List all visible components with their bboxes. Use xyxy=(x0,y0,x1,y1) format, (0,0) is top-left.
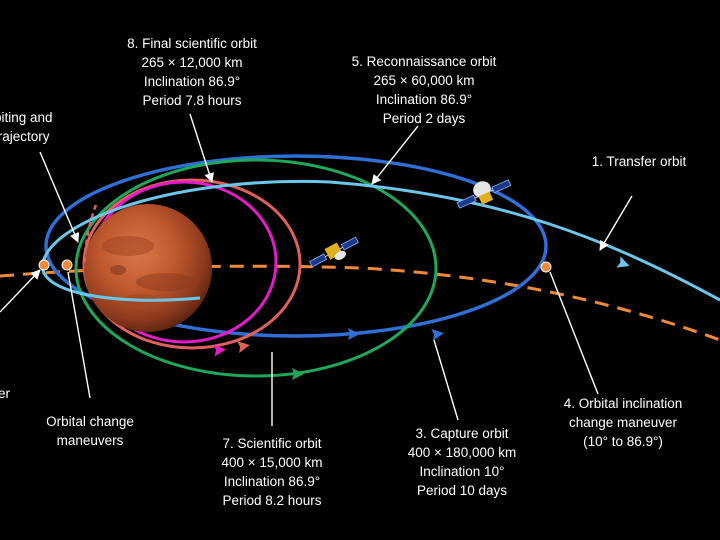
maneuver-point-left-inner xyxy=(61,259,73,271)
label-inclination-change: 4. Orbital inclination change maneuver (… xyxy=(563,396,683,449)
maneuver-point-right xyxy=(540,261,552,273)
transfer-orbit xyxy=(40,179,720,302)
label-capture-orbit: 3. Capture orbit 400 × 180,000 km Inclin… xyxy=(407,426,517,498)
label-reconnaissance-orbit: 5. Reconnaissance orbit 265 × 60,000 km … xyxy=(351,54,497,126)
scientific-orbit-dashed-segment xyxy=(82,204,98,269)
capture-orbit xyxy=(44,154,548,338)
label-left-bottom: er xyxy=(0,386,11,401)
scientific-orbit xyxy=(82,178,302,350)
label-scientific-orbit: 7. Scientific orbit 400 × 15,000 km Incl… xyxy=(221,436,323,508)
maneuver-point-left-outer xyxy=(38,259,50,271)
label-orbital-change-maneuvers: Orbital change maneuvers xyxy=(46,414,134,448)
orbit-direction-arrows xyxy=(213,256,630,380)
leader-lines xyxy=(0,113,633,426)
label-orbiting-trajectory: biting and trajectory xyxy=(0,110,53,144)
spacecraft-icon xyxy=(309,236,359,268)
spacecraft-icon xyxy=(456,179,512,209)
label-transfer-orbit: 1. Transfer orbit xyxy=(591,154,687,169)
reconnaissance-orbit xyxy=(74,158,438,378)
mars-planet-icon xyxy=(84,204,212,332)
label-final-orbit: 8. Final scientific orbit 265 × 12,000 k… xyxy=(127,36,257,108)
